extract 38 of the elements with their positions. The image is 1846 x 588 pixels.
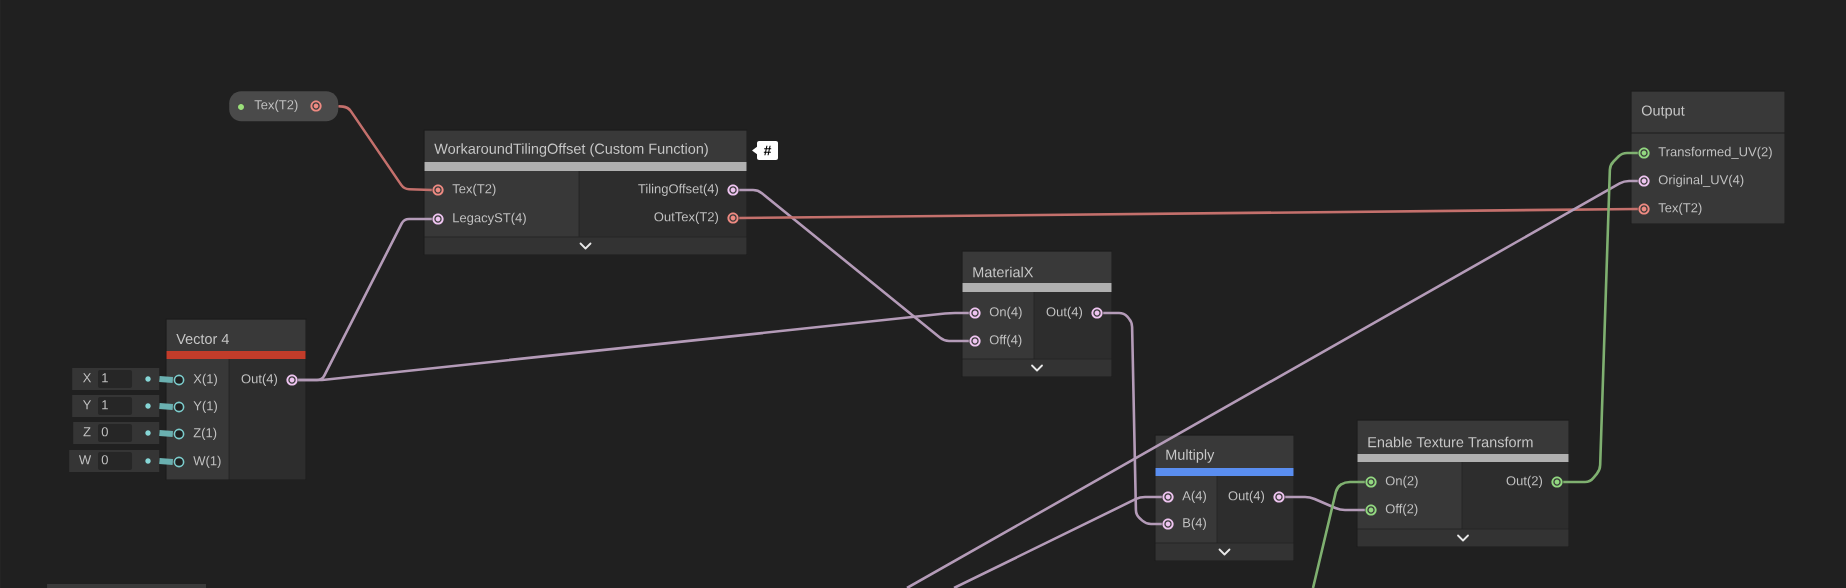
port-label: Out(4) <box>1046 306 1082 319</box>
hash-tag: # <box>752 141 778 160</box>
connection-line <box>298 311 969 382</box>
port-label: Off(4) <box>989 334 1022 347</box>
port-label: W(1) <box>193 455 221 468</box>
connection-line <box>159 403 174 410</box>
port-label: X(1) <box>193 373 217 386</box>
connection-line <box>159 430 174 437</box>
connection-line <box>1311 480 1365 588</box>
connection-line <box>159 376 174 383</box>
input-field: 1 <box>98 370 132 388</box>
port-label: Y(1) <box>193 400 217 413</box>
connection-line <box>739 188 969 343</box>
port-label: Off(2) <box>1385 503 1418 516</box>
port-label: A(4) <box>1182 490 1206 503</box>
port-label: Out(4) <box>241 373 277 386</box>
connection-line <box>906 179 1638 588</box>
connection-line <box>1285 495 1365 512</box>
port-label: OutTex(T2) <box>654 211 719 224</box>
port-label: Original_UV(4) <box>1658 174 1744 187</box>
connection-line <box>1563 151 1638 484</box>
property-node: Tex(T2) <box>229 91 339 122</box>
port-label: Out(2) <box>1506 475 1542 488</box>
connection-line <box>159 458 174 465</box>
connection-line <box>739 207 1638 220</box>
port-label: Z(1) <box>193 427 217 440</box>
port-label: Out(4) <box>1228 490 1264 503</box>
connection-line <box>338 104 432 192</box>
port-label: On(4) <box>989 306 1022 319</box>
port-label: LegacyST(4) <box>453 212 526 225</box>
connection-line <box>953 495 1162 588</box>
port-label: TilingOffset(4) <box>638 183 718 196</box>
port-label: Transformed_UV(2) <box>1658 146 1772 159</box>
port-label: Tex(T2) <box>452 183 496 196</box>
port-label: On(2) <box>1385 475 1418 488</box>
connection-line <box>1103 311 1162 526</box>
port-label: B(4) <box>1183 517 1206 530</box>
port-label: Tex(T2) <box>1658 202 1702 215</box>
